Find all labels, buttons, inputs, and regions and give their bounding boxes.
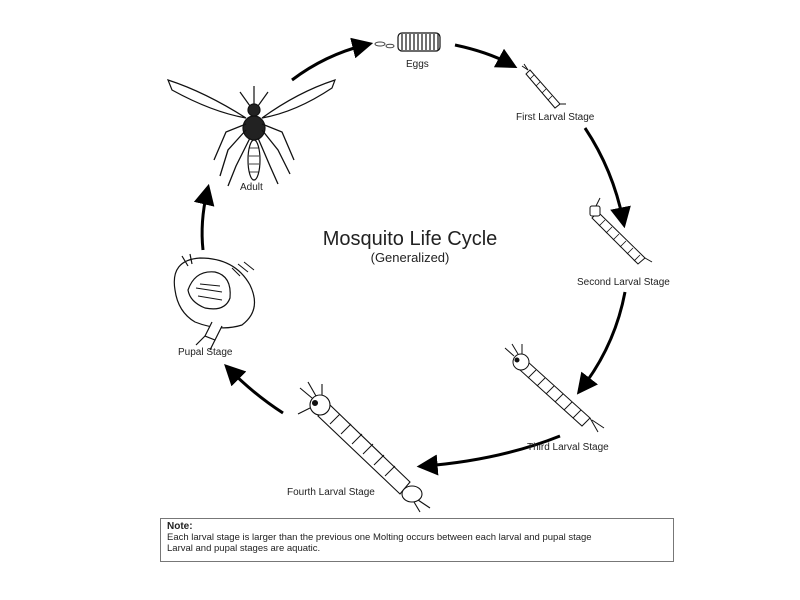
arrow-pupal-to-adult: [193, 183, 215, 251]
first-larval-illustration: [521, 63, 566, 109]
arrow-eggs-to-first-larval: [454, 43, 518, 69]
arrow-first-to-second-larval: [583, 127, 631, 229]
second-larval-illustration: [589, 197, 653, 265]
pupal-illustration: [173, 253, 256, 351]
note-line-2: Larval and pupal stages are aquatic.: [167, 543, 321, 554]
label-pupal-stage: Pupal Stage: [178, 347, 233, 358]
adult-illustration: [166, 79, 336, 187]
note-heading: Note:: [167, 521, 193, 532]
label-third-larval-stage: Third Larval Stage: [527, 442, 609, 453]
label-eggs: Eggs: [406, 59, 429, 70]
arrow-third-to-fourth-larval: [416, 434, 561, 476]
note-box: Note: Each larval stage is larger than t…: [160, 518, 674, 562]
label-adult: Adult: [240, 182, 263, 193]
arrow-second-to-third-larval: [576, 291, 627, 395]
fourth-larval-illustration: [297, 381, 431, 513]
label-second-larval-stage: Second Larval Stage: [577, 277, 670, 288]
arrow-adult-to-eggs: [291, 37, 374, 82]
third-larval-illustration: [504, 343, 605, 433]
label-fourth-larval-stage: Fourth Larval Stage: [287, 487, 375, 498]
diagram-title: Mosquito Life Cycle: [322, 228, 498, 250]
arrow-fourth-larval-to-pupal: [224, 364, 284, 415]
note-line-1: Each larval stage is larger than the pre…: [167, 532, 592, 543]
diagram-subtitle: (Generalized): [370, 250, 450, 265]
label-first-larval-stage: First Larval Stage: [516, 112, 595, 123]
eggs-illustration: [374, 32, 441, 52]
